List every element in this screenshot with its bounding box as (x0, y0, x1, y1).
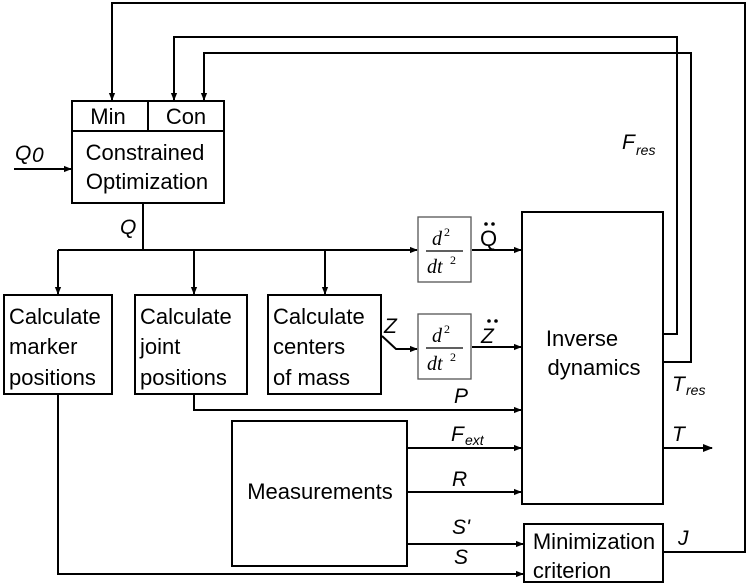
q0-label: Q 0 (15, 142, 44, 167)
centers-of-mass-block: Calculate centers of mass (267, 294, 382, 395)
derivative-z-numerator-power: 2 (444, 322, 450, 336)
svg-text:Q: Q (15, 142, 31, 165)
q-label: Q (120, 216, 136, 239)
zddot-label: Z (480, 319, 498, 348)
marker-label-line1: Calculate (9, 304, 101, 329)
fext-label: F ext (451, 423, 485, 448)
r-label: R (452, 468, 467, 491)
optimization-label-line1: Constrained (86, 140, 205, 165)
z-to-derivative (381, 335, 418, 353)
marker-label-line2: marker (9, 334, 77, 359)
centers-label-line2: centers (273, 334, 345, 359)
centers-label-line3: of mass (273, 365, 350, 390)
j-label: J (677, 527, 689, 550)
derivative-z-numerator: d (432, 325, 443, 347)
derivative-z-denominator: dt (427, 353, 443, 375)
tres-label: T res (672, 373, 705, 398)
fext-subscript: ext (465, 432, 485, 448)
fres-label: F res (622, 131, 655, 158)
con-label: Con (166, 104, 206, 129)
s-label: S (454, 546, 468, 569)
sprime-label: S' (452, 516, 471, 539)
marker-label-line3: positions (9, 365, 96, 390)
tres-feedback-to-con (200, 52, 692, 363)
svg-text:Z: Z (480, 325, 495, 348)
svg-text:Q: Q (480, 226, 497, 251)
inverse-label-line1: Inverse (546, 326, 618, 351)
qddot-label: Q (480, 222, 497, 251)
measurements-block: Measurements (231, 420, 408, 567)
derivative-q-numerator-power: 2 (444, 225, 450, 239)
svg-text:F: F (451, 423, 465, 446)
svg-text:F: F (622, 131, 636, 154)
inverse-dynamics-block: Inverse dynamics (521, 211, 664, 505)
marker-positions-block: Calculate marker positions (3, 294, 113, 395)
second-derivative-block-q: d 2 dt 2 (417, 216, 472, 283)
inverse-label-line2: dynamics (548, 355, 641, 380)
q0-subscript: 0 (32, 144, 44, 167)
minimization-label-line2: criterion (533, 558, 611, 583)
p-label: P (454, 385, 468, 408)
minimization-criterion-block: Minimization criterion (523, 523, 664, 583)
tres-subscript: res (686, 382, 705, 398)
derivative-z-denominator-power: 2 (450, 350, 456, 364)
joint-positions-block: Calculate joint positions (134, 294, 248, 395)
fres-feedback-to-con (170, 36, 678, 335)
z-label: Z (383, 315, 398, 338)
second-derivative-block-z: d 2 dt 2 (417, 313, 472, 380)
svg-text:T: T (672, 373, 687, 396)
derivative-q-denominator-power: 2 (450, 253, 456, 267)
derivative-q-denominator: dt (427, 256, 443, 278)
centers-label-line1: Calculate (273, 304, 365, 329)
joint-label-line3: positions (140, 365, 227, 390)
t-label: T (672, 423, 687, 446)
minimization-label-line1: Minimization (533, 529, 655, 554)
optimization-label-line2: Optimization (86, 169, 208, 194)
joint-label-line2: joint (139, 334, 180, 359)
min-label: Min (90, 104, 125, 129)
derivative-q-numerator: d (432, 228, 443, 250)
joint-label-line1: Calculate (140, 304, 232, 329)
p-to-inverse (193, 394, 522, 414)
j-feedback-to-min (108, 2, 746, 553)
fres-subscript: res (636, 142, 655, 158)
constrained-optimization-block: Min Con Constrained Optimization (71, 100, 225, 204)
measurements-label: Measurements (247, 479, 393, 504)
s-to-criterion (57, 394, 524, 578)
